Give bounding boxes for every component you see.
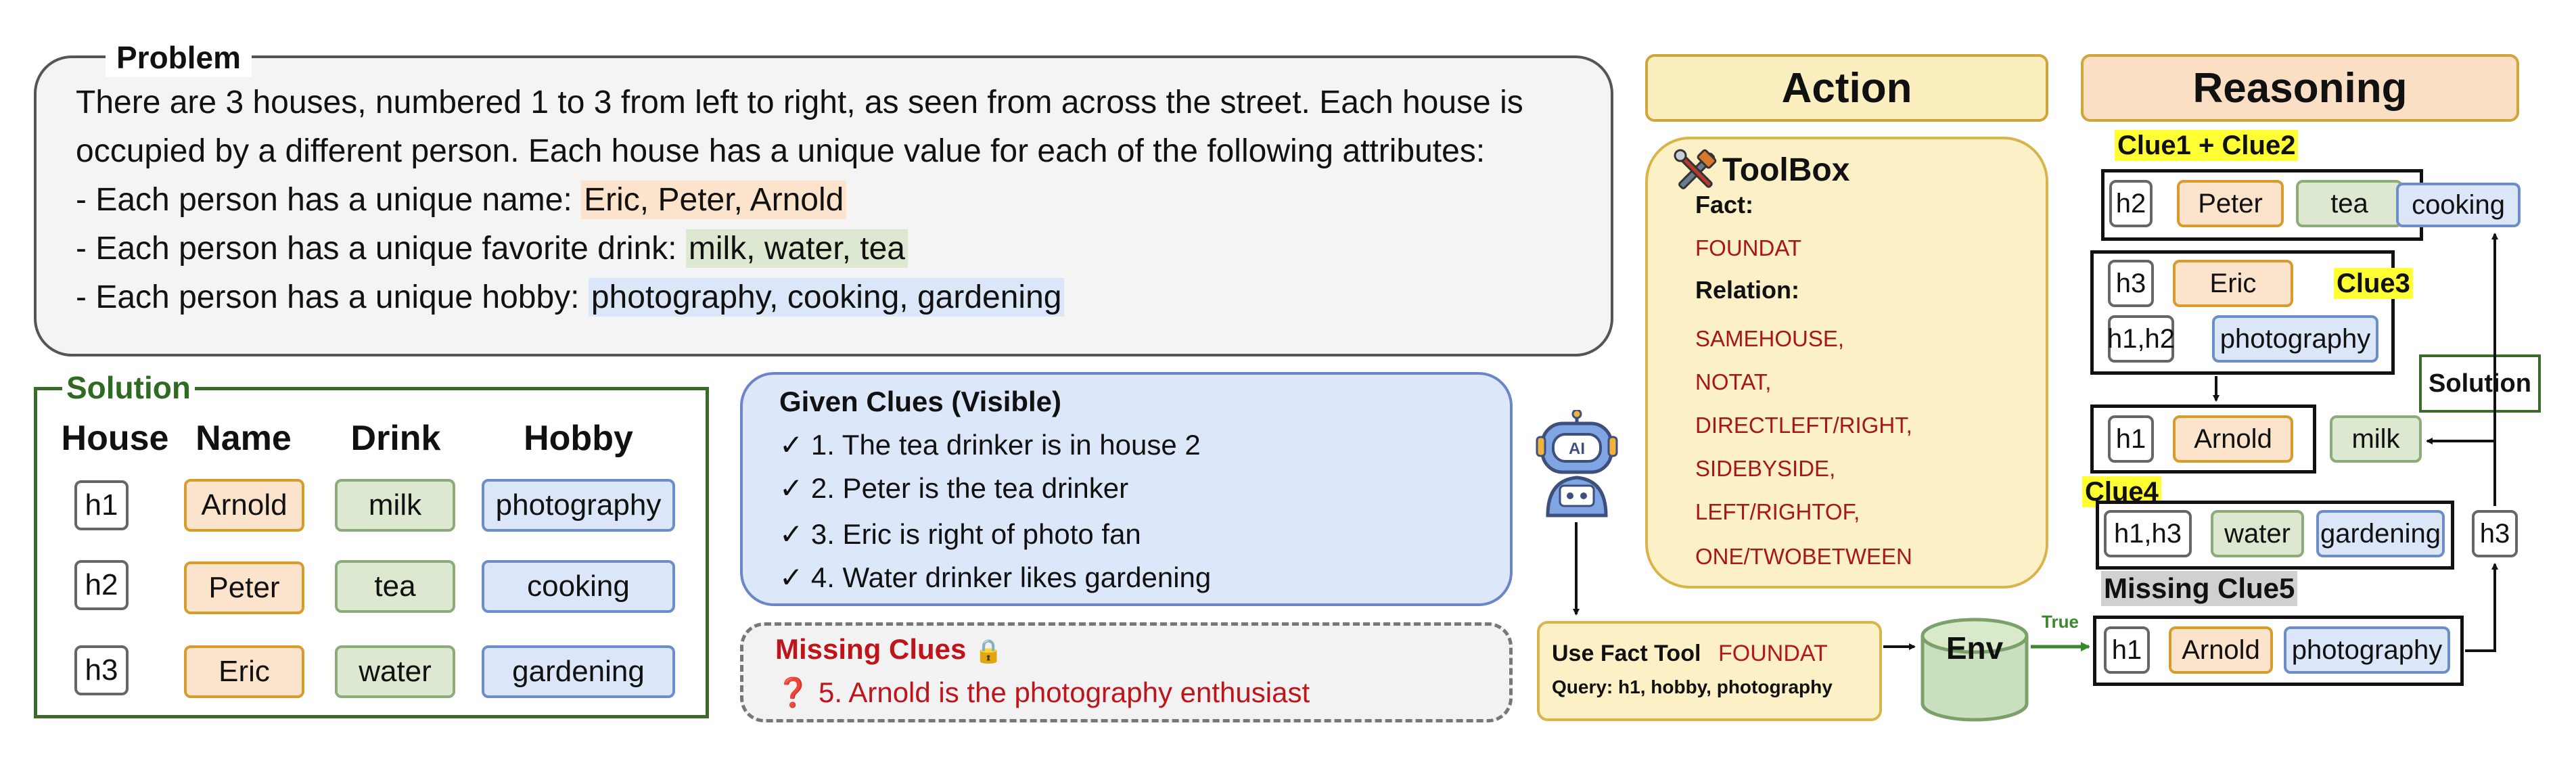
toolbox-panel (1645, 137, 2048, 589)
problem-line-1: There are 3 houses, numbered 1 to 3 from… (76, 85, 1523, 120)
reasoning-header: Reasoning (2081, 54, 2519, 122)
solution-drink-cell: water (335, 645, 455, 698)
solution-drink-cell: milk (335, 479, 455, 532)
reasoning-name-cell: Arnold (2169, 626, 2273, 674)
hobbies-prefix: - Each person has a unique hobby: (76, 279, 589, 315)
reasoning-house-cell: h3 (2108, 260, 2154, 307)
solution-house-cell: h2 (74, 560, 129, 610)
reasoning-hobby-cell: gardening (2316, 510, 2445, 557)
reasoning-drink-cell: water (2211, 510, 2304, 557)
clue3-tag: Clue3 (2334, 268, 2413, 299)
relation-item: DIRECTLEFT/RIGHT, (1695, 413, 1912, 438)
reasoning-hobby-cell: photography (2212, 315, 2378, 363)
relation-item: SAMEHOUSE, (1695, 326, 1845, 351)
lock-icon: 🔒 (974, 639, 1003, 664)
header-house: House (61, 419, 169, 458)
problem-panel: There are 3 houses, numbered 1 to 3 from… (34, 55, 1613, 356)
clue5-to-h3-arrow (2465, 563, 2498, 652)
reasoning-drink-cell: milk (2330, 415, 2422, 463)
reasoning-house-cell: h1 (2104, 626, 2150, 674)
hobbies-values: photography, cooking, gardening (588, 278, 1065, 317)
header-name: Name (196, 419, 292, 458)
solution-house-cell: h3 (74, 645, 129, 695)
tools-icon (1674, 149, 1717, 189)
relation-label: Relation: (1695, 276, 1800, 304)
use-fact-query: Query: h1, hobby, photography (1552, 676, 1833, 697)
action-header: Action (1645, 54, 2048, 122)
missing-clues-label: Missing Clues (775, 633, 967, 665)
reasoning-house-cell: h1,h2 (2107, 315, 2175, 363)
reasoning-house-cell: h1 (2108, 415, 2154, 463)
drinks-values: milk, water, tea (685, 229, 908, 268)
env-database-icon (1920, 618, 2029, 722)
use-fact-tool-name: FOUNDAT (1718, 641, 1828, 666)
missing-clue-item: ❓ 5. Arnold is the photography enthusias… (775, 676, 1310, 708)
solution-panel (34, 387, 709, 718)
fact-label: Fact: (1695, 191, 1754, 218)
relation-item: LEFT/RIGHTOF, (1695, 499, 1860, 524)
relation-item: SIDEBYSIDE, (1695, 456, 1836, 481)
solution-hobby-cell: cooking (482, 560, 675, 613)
names-prefix: - Each person has a unique name: (76, 182, 582, 218)
missing-clues-panel (740, 622, 1513, 722)
solution-hobby-cell: photography (482, 479, 675, 532)
solution-hobby-cell: gardening (482, 645, 675, 698)
solution-name-cell: Arnold (184, 479, 304, 532)
solution-drink-cell: tea (335, 560, 455, 613)
use-fact-tool-panel (1537, 621, 1882, 721)
relation-item: NOTAT, (1695, 369, 1772, 394)
given-clues-panel (740, 372, 1513, 606)
drinks-prefix: - Each person has a unique favorite drin… (76, 231, 686, 267)
solution-house-cell: h1 (74, 480, 129, 530)
true-label: True (2042, 612, 2079, 632)
fact-item: FOUNDAT (1695, 235, 1802, 260)
reasoning-hobby-cell: photography (2284, 626, 2450, 674)
robot-icon: AI (1536, 410, 1618, 517)
solution-title: Solution (62, 369, 195, 407)
reasoning-name-cell: Arnold (2173, 415, 2293, 463)
names-values: Eric, Peter, Arnold (581, 181, 847, 219)
env-label: Env (1946, 630, 2004, 666)
problem-line-names: - Each person has a unique name: Eric, P… (76, 180, 847, 221)
solution-name-cell: Eric (184, 645, 304, 698)
reasoning-house-cell: h1,h3 (2104, 510, 2192, 557)
problem-title: Problem (106, 38, 252, 77)
reasoning-house-cell: h2 (2109, 180, 2153, 227)
reasoning-hobby-cell: cooking (2396, 183, 2521, 227)
toolbox-title: ToolBox (1722, 152, 1850, 188)
clue1-clue2-tag: Clue1 + Clue2 (2115, 130, 2299, 161)
solution-tag: Solution (2419, 354, 2541, 413)
problem-line-drinks: - Each person has a unique favorite drin… (76, 229, 908, 269)
given-clues-title: Given Clues (Visible) (779, 386, 1062, 417)
relation-item: ONE/TWOBETWEEN (1695, 544, 1912, 569)
problem-line-2: occupied by a different person. Each hou… (76, 133, 1486, 169)
given-clue-item: ✓ 4. Water drinker likes gardening (779, 561, 1212, 593)
header-hobby: Hobby (524, 419, 633, 458)
solution-name-cell: Peter (184, 561, 304, 614)
reasoning-name-cell: Eric (2173, 260, 2293, 307)
use-fact-tool-title: Use Fact Tool (1552, 641, 1701, 666)
given-clue-item: ✓ 1. The tea drinker is in house 2 (779, 429, 1201, 461)
robot-badge-text: AI (1569, 440, 1585, 458)
header-drink: Drink (350, 419, 441, 458)
missing-clues-title: Missing Clues 🔒 (775, 630, 1003, 670)
given-clue-item: ✓ 2. Peter is the tea drinker (779, 472, 1129, 504)
reasoning-house-cell: h3 (2472, 510, 2518, 557)
problem-line-hobbies: - Each person has a unique hobby: photog… (76, 277, 1065, 318)
reasoning-name-cell: Peter (2177, 180, 2284, 227)
given-clue-item: ✓ 3. Eric is right of photo fan (779, 518, 1141, 550)
missing-clue5-tag: Missing Clue5 (2101, 571, 2298, 606)
